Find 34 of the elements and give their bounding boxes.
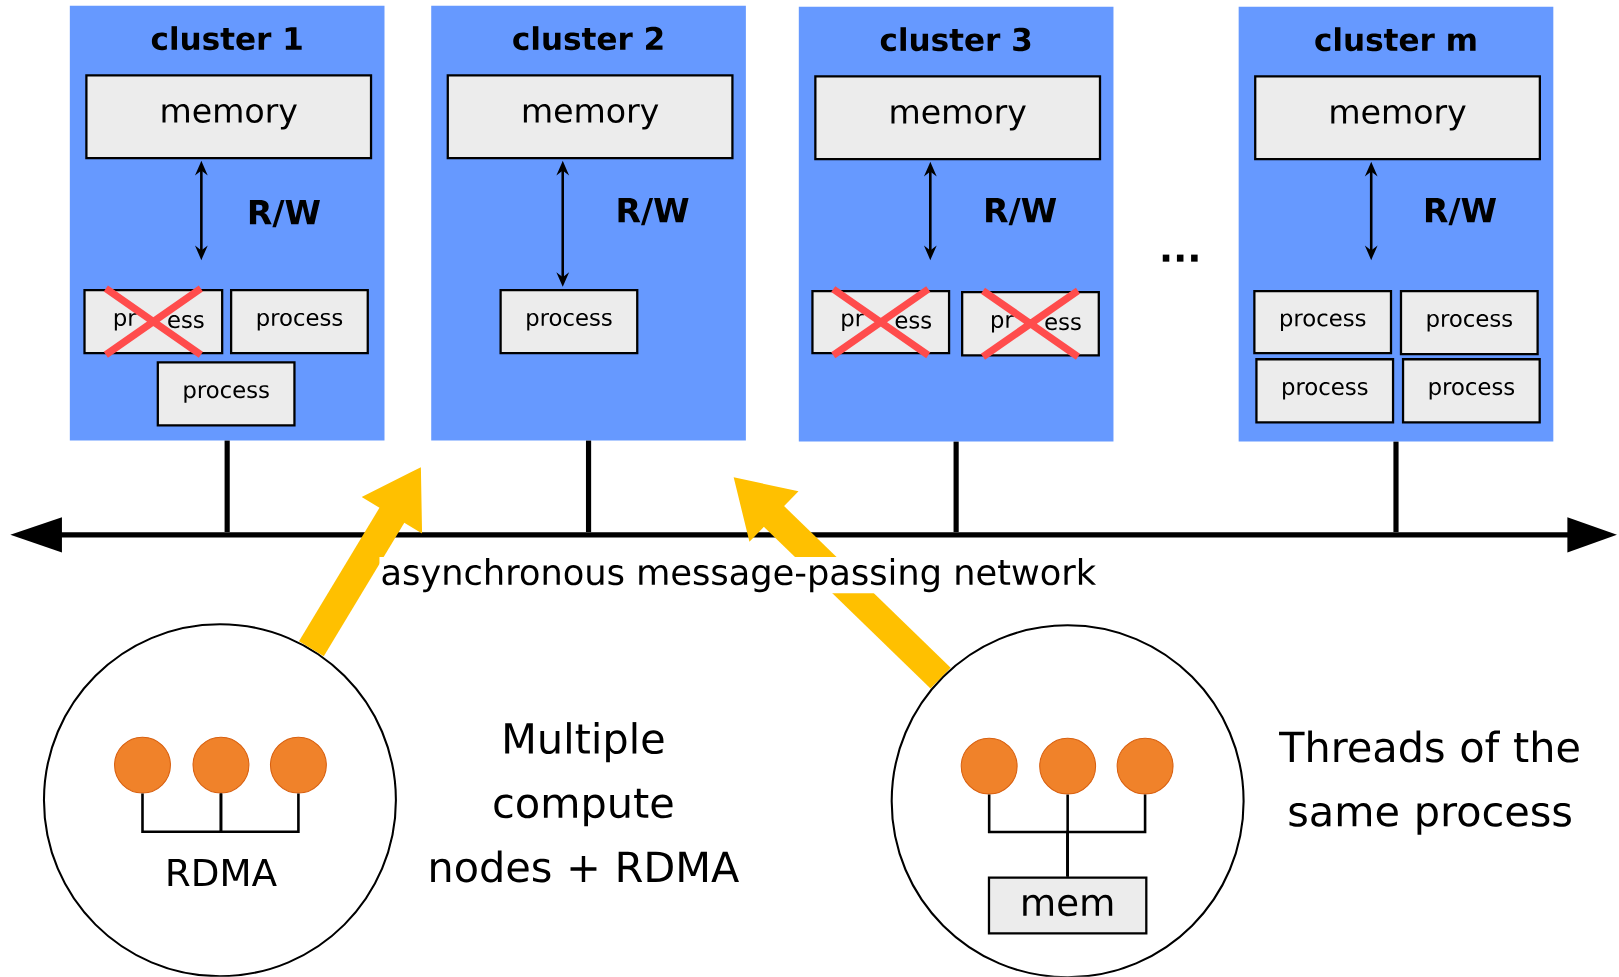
bus-line bbox=[219, 793, 300, 834]
process-box: process bbox=[1399, 290, 1539, 356]
node-dot bbox=[192, 736, 250, 794]
node-dot bbox=[114, 736, 171, 794]
ellipsis: ... bbox=[1162, 254, 1198, 262]
connector-line bbox=[953, 441, 959, 533]
memory-box: memory bbox=[85, 74, 373, 160]
edge-label: R/W bbox=[249, 200, 320, 228]
caption-text: Threads of the same process bbox=[1279, 730, 1579, 835]
caption-text: Multiple compute nodes + RDMA bbox=[431, 722, 739, 883]
connector-line bbox=[1393, 441, 1399, 533]
node-dot bbox=[269, 736, 327, 794]
network-label: asynchronous message-passing network bbox=[379, 557, 1098, 594]
memory-box: memory bbox=[814, 75, 1102, 161]
node-dot bbox=[1116, 737, 1174, 795]
process-box: process bbox=[1255, 358, 1395, 424]
memory-box: memory bbox=[446, 74, 734, 160]
node-dot bbox=[1039, 737, 1097, 795]
edge-label: R/W bbox=[618, 198, 689, 226]
node-dot bbox=[960, 737, 1018, 795]
process-box: process bbox=[230, 289, 369, 355]
tree-line bbox=[1066, 794, 1147, 877]
process-box: process bbox=[156, 361, 296, 427]
bus-line bbox=[141, 793, 223, 834]
network-bus-arrow bbox=[10, 517, 1617, 553]
process-box: process bbox=[1401, 358, 1541, 424]
connector-line bbox=[224, 440, 230, 533]
memory-box: mem bbox=[987, 876, 1148, 935]
process-box: process bbox=[499, 289, 639, 355]
memory-box: memory bbox=[1254, 75, 1541, 161]
edge-label: R/W bbox=[1426, 198, 1497, 226]
edge-label: R/W bbox=[986, 198, 1057, 226]
connector-line bbox=[585, 440, 592, 533]
process-box: process bbox=[1253, 290, 1393, 355]
